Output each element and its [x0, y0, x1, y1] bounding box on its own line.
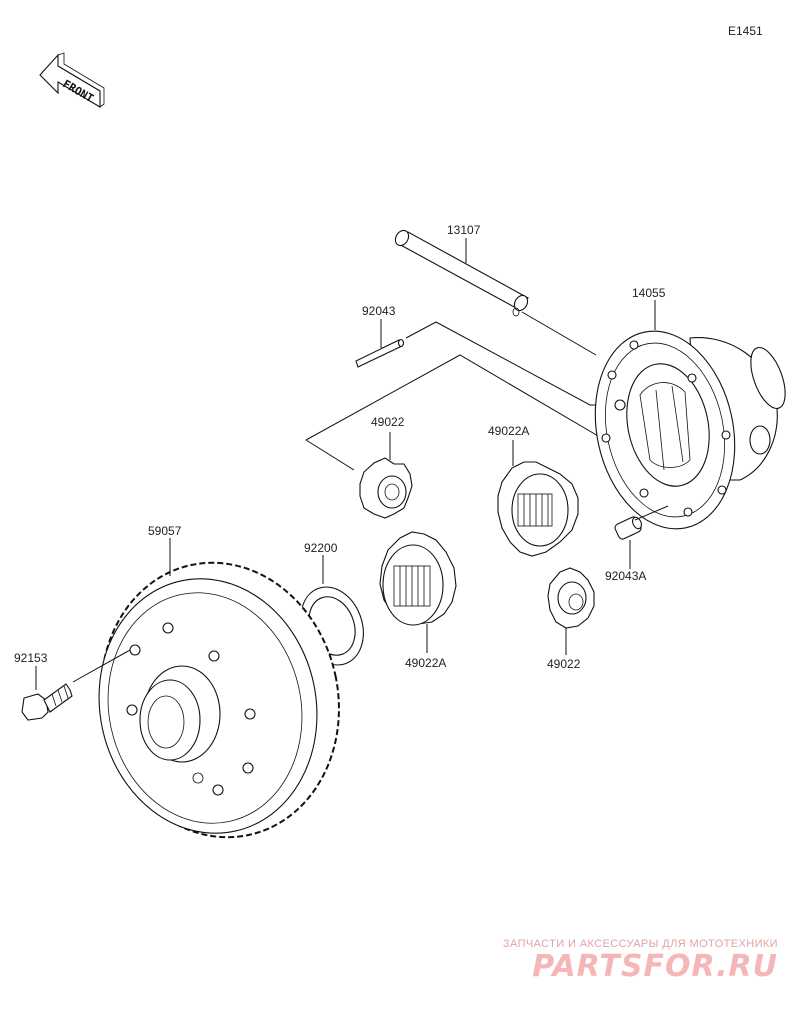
label-59057: 59057 [148, 524, 182, 538]
label-92043: 92043 [362, 304, 396, 318]
pin-92043 [355, 338, 405, 368]
pinion-gear-49022-upper [359, 457, 413, 519]
watermark-tagline: ЗАПЧАСТИ И АКСЕССУАРЫ ДЛЯ МОТОТЕХНИКИ [502, 938, 778, 950]
label-13107: 13107 [447, 223, 481, 237]
shaft-13107 [394, 229, 529, 317]
label-14055: 14055 [632, 286, 666, 300]
watermark: ЗАПЧАСТИ И АКСЕССУАРЫ ДЛЯ МОТОТЕХНИКИ PA… [478, 938, 778, 984]
label-92200: 92200 [304, 541, 338, 555]
side-gear-49022a-left [379, 531, 457, 626]
front-arrow-icon: FRONT [39, 52, 105, 108]
label-92043a: 92043A [605, 569, 646, 583]
ring-gear-59057 [98, 561, 340, 839]
label-49022a-right: 49022A [488, 424, 529, 438]
diagram-code: E1451 [728, 24, 763, 38]
pinion-gear-49022-lower [547, 567, 595, 629]
label-49022a-left: 49022A [405, 656, 446, 670]
label-92153: 92153 [14, 651, 48, 665]
watermark-brand: PARTSFOR.RU [532, 949, 778, 984]
bolt-92153 [21, 683, 73, 721]
pin-92043a [614, 516, 642, 540]
differential-case-14055 [594, 330, 786, 530]
side-gear-49022a-right [497, 461, 579, 557]
label-49022-upper: 49022 [371, 415, 405, 429]
label-49022-lower: 49022 [547, 657, 581, 671]
